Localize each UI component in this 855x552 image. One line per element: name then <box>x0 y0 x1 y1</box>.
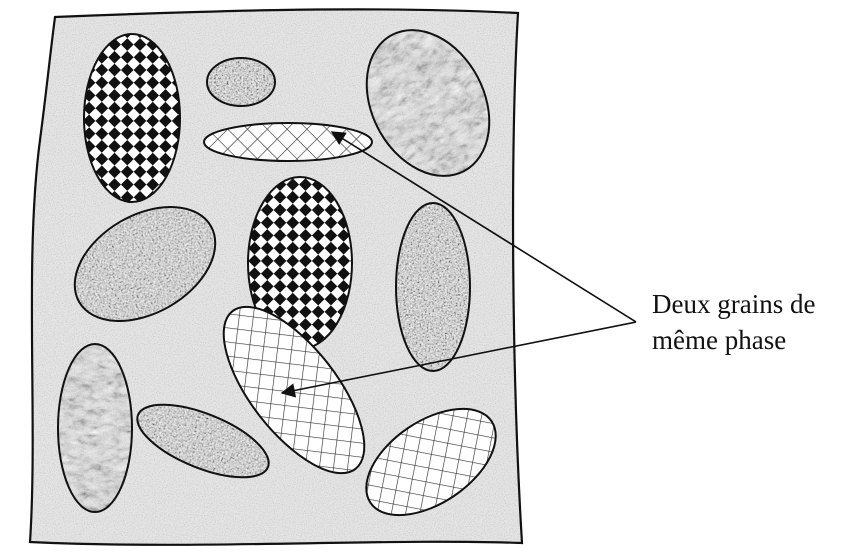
grain-mottled-small-top <box>207 58 275 106</box>
annotation-caption: Deux grains de même phase <box>652 286 852 358</box>
caption-line-2: même phase <box>652 322 852 358</box>
grain-checkerboard-top-left <box>84 34 180 202</box>
grain-mottled-right <box>396 203 470 371</box>
caption-line-1: Deux grains de <box>652 286 852 322</box>
grain-dark-bottom-left <box>58 344 132 512</box>
